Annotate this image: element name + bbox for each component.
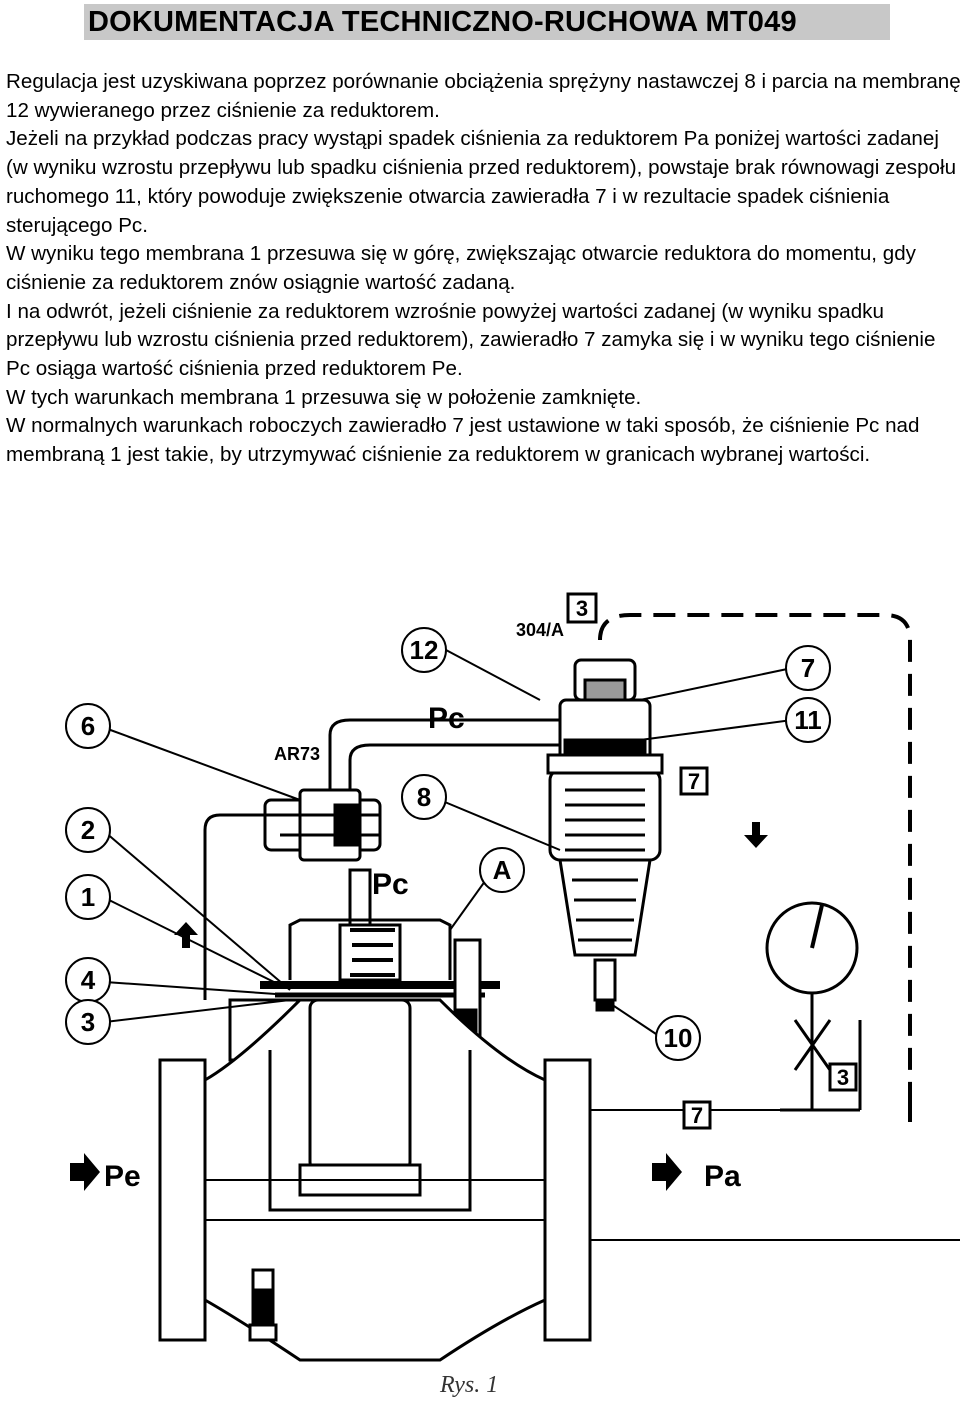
boxed-ref-7-top: 7 — [679, 766, 709, 796]
callout-6: 6 — [65, 703, 111, 749]
callout-8: 8 — [401, 774, 447, 820]
title-highlight — [84, 4, 890, 40]
downstream-pipe — [590, 1109, 960, 1241]
callout-2: 2 — [65, 807, 111, 853]
callout-7: 7 — [785, 645, 831, 691]
filter-ar73 — [263, 788, 382, 862]
pilot-model-label: 304/A — [516, 620, 564, 640]
svg-text:3: 3 — [576, 596, 588, 621]
sensing-line — [598, 613, 912, 1100]
svg-text:4: 4 — [81, 965, 96, 995]
pilot-line — [348, 743, 560, 790]
svg-text:A: A — [493, 855, 512, 885]
valve-diagram: 12 7 11 6 8 2 1 4 3 10 A 3 7 3 7 304/A A… — [65, 592, 960, 1362]
callouts: 12 7 11 6 8 2 1 4 3 10 A — [65, 627, 831, 1061]
callout-1: 1 — [65, 874, 111, 920]
pressure-gauge — [765, 901, 862, 1112]
pc-body-label: Pc — [372, 868, 409, 901]
svg-text:2: 2 — [81, 815, 95, 845]
pc-top-label: Pc — [428, 702, 465, 735]
paragraph: W normalnych warunkach roboczych zawiera… — [6, 414, 920, 467]
callout-12: 12 — [401, 627, 447, 673]
figure-caption: Rys. 1 — [440, 1372, 499, 1398]
main-valve-body — [158, 813, 592, 1362]
page-title: DOKUMENTACJA TECHNICZNO-RUCHOWA MT049 — [88, 6, 797, 38]
pilot-line-2 — [328, 718, 560, 790]
paragraph: Regulacja jest uzyskiwana poprzez porówn… — [6, 70, 960, 122]
boxed-ref-7-bottom: 7 — [682, 1100, 712, 1130]
pilot-valve — [546, 658, 664, 1012]
boxed-refs: 3 7 3 7 — [566, 592, 858, 1130]
paragraph: Jeżeli na przykład podczas pracy wystąpi… — [6, 127, 957, 237]
callout-3: 3 — [65, 999, 111, 1045]
svg-text:6: 6 — [81, 711, 95, 741]
filter-model-label: AR73 — [274, 744, 320, 764]
svg-text:7: 7 — [688, 769, 700, 794]
callout-11: 11 — [785, 697, 831, 743]
body-text: Regulacja jest uzyskiwana poprzez porówn… — [6, 68, 960, 470]
svg-text:8: 8 — [417, 782, 431, 812]
arrow-up-icon — [174, 922, 198, 948]
svg-text:3: 3 — [81, 1007, 95, 1037]
svg-text:7: 7 — [801, 653, 815, 683]
arrow-down-icon — [744, 822, 768, 848]
svg-text:10: 10 — [664, 1023, 693, 1053]
boxed-ref-3-top: 3 — [566, 592, 598, 624]
callout-4: 4 — [65, 957, 111, 1003]
callout-10: 10 — [655, 1015, 701, 1061]
svg-text:3: 3 — [837, 1065, 849, 1090]
callout-a: A — [479, 847, 525, 893]
pe-label: Pe — [104, 1160, 141, 1193]
paragraph: W wyniku tego membrana 1 przesuwa się w … — [6, 242, 916, 294]
paragraph: W tych warunkach membrana 1 przesuwa się… — [6, 385, 642, 409]
pa-label: Pa — [704, 1160, 741, 1193]
flow-arrow-icon — [652, 1153, 682, 1191]
svg-text:11: 11 — [794, 705, 822, 735]
svg-text:12: 12 — [410, 635, 439, 665]
svg-text:1: 1 — [81, 882, 95, 912]
svg-text:7: 7 — [691, 1103, 703, 1128]
flow-arrow-icon — [70, 1153, 100, 1191]
leader-lines — [104, 649, 793, 1039]
paragraph: I na odwrót, jeżeli ciśnienie za redukto… — [6, 299, 936, 381]
boxed-ref-3-bottom: 3 — [828, 1062, 858, 1092]
